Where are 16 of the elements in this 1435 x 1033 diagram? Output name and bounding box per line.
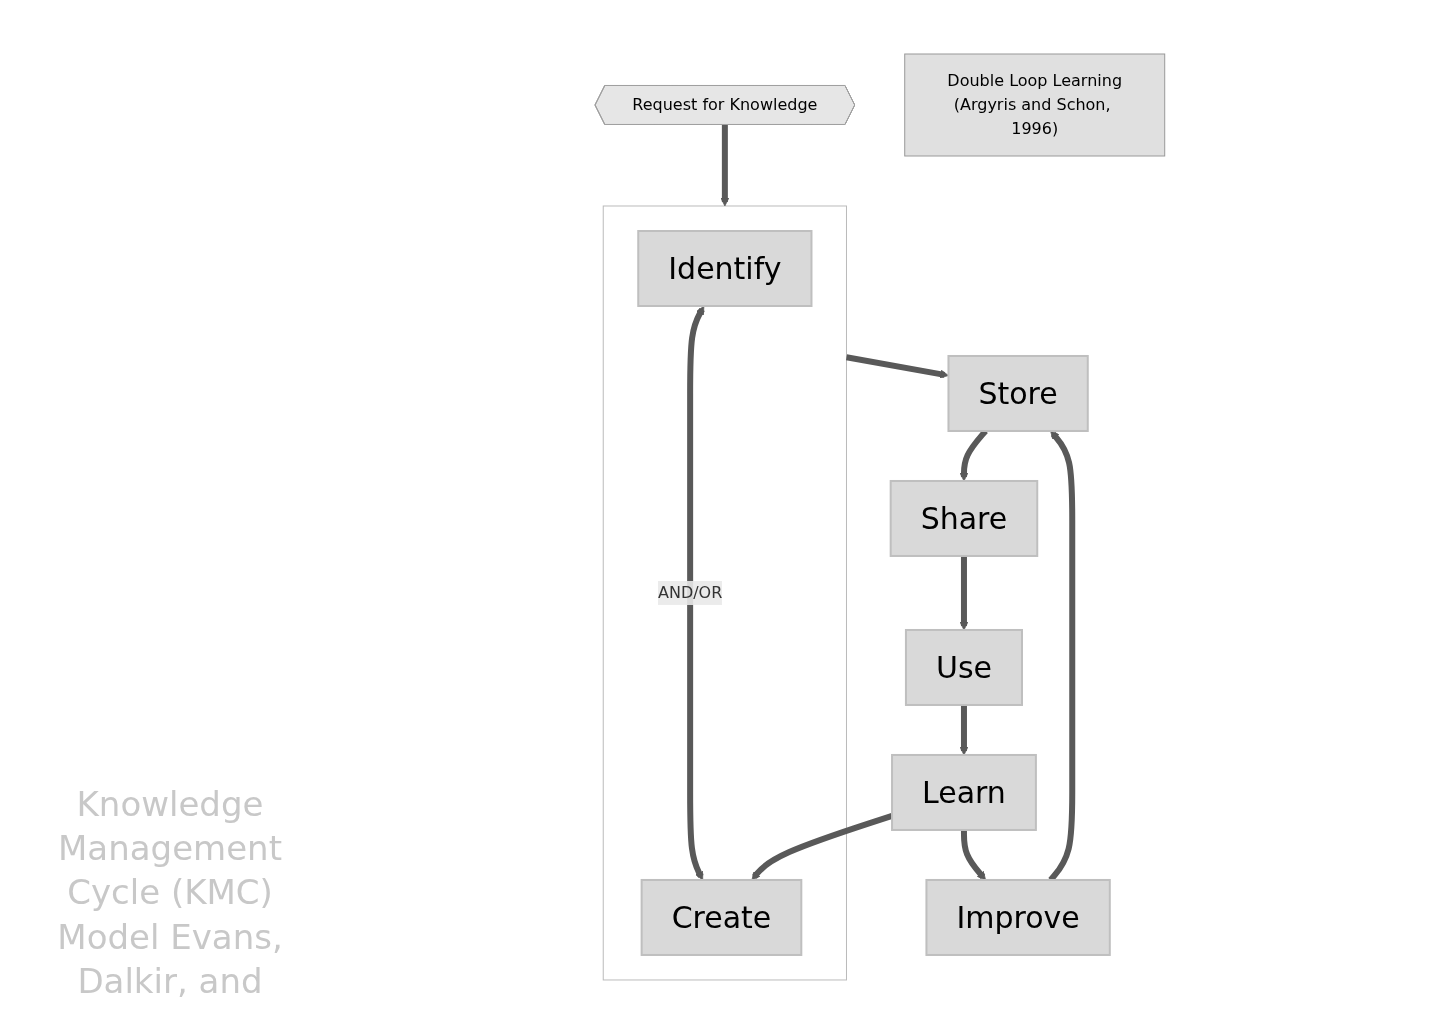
node-box: Improve [925,878,1111,956]
arrow [961,829,987,880]
arrow [720,124,730,206]
arrow [959,555,969,630]
node-box: Double Loop Learning (Argyris and Schon, 1996) [904,53,1166,156]
arrow [846,353,949,378]
node-box: Create [640,878,803,956]
edge-label: AND/OR [658,582,723,602]
node-box: Learn [891,753,1038,831]
node-box: Share [889,479,1039,557]
node-box: Store [947,354,1089,432]
cluster [602,205,848,980]
node-box: Identify [637,229,813,307]
arrow [687,305,705,880]
node-box: Use [905,628,1024,706]
arrow [959,704,969,755]
